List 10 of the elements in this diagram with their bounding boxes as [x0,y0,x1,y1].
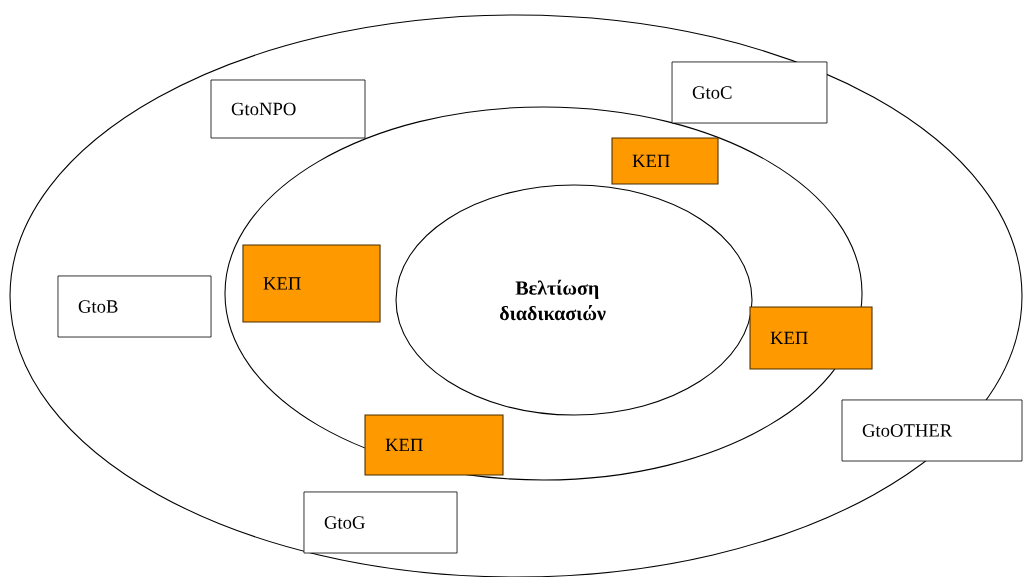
service-box: ΚΕΠ [242,244,381,323]
ellipse-ring [9,14,1023,577]
service-box: ΚΕΠ [749,306,873,370]
label-box: GtoC [671,61,828,124]
service-box: ΚΕΠ [364,414,504,476]
service-box: ΚΕΠ [611,137,719,185]
label-box: GtoOTHER [841,399,1023,462]
label-box: GtoB [57,275,212,338]
label-box: GtoNPO [210,79,366,139]
label-box: GtoG [303,491,458,554]
